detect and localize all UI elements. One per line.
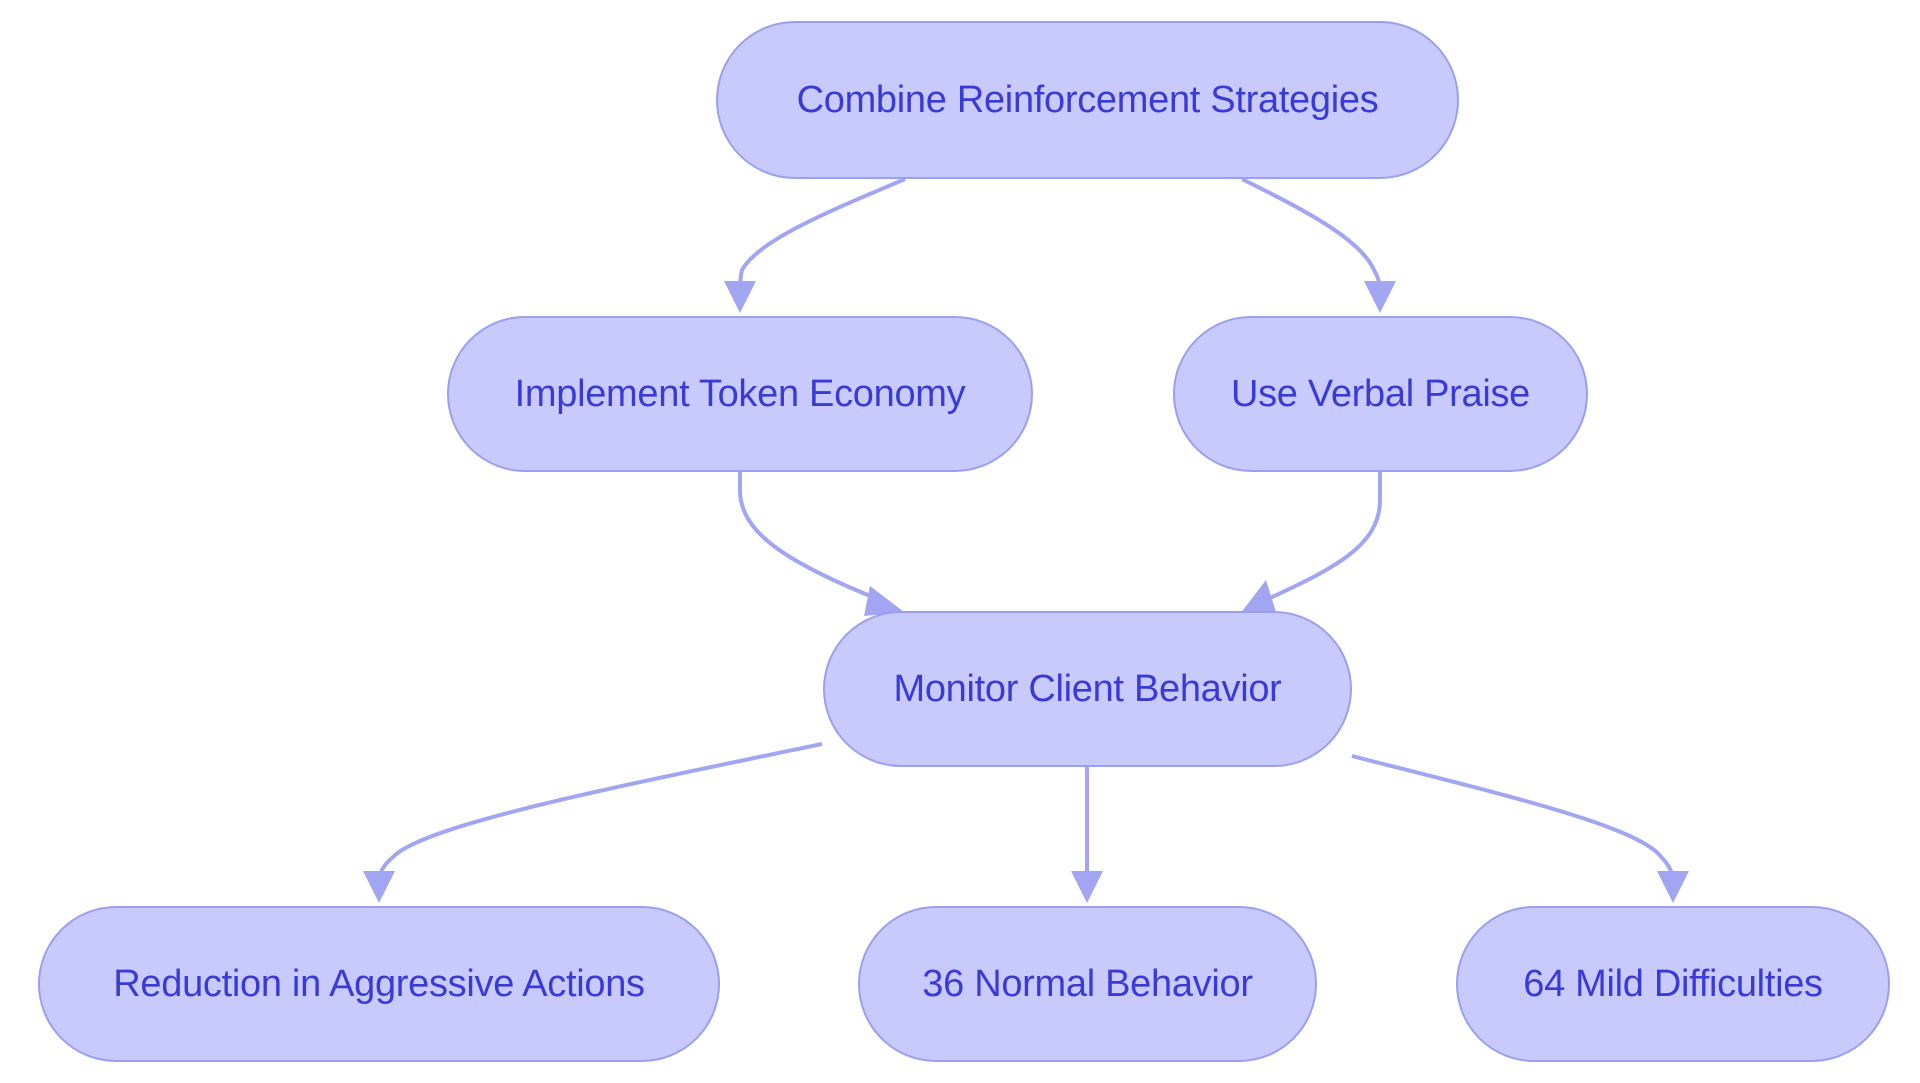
- arrowhead-token: [724, 281, 756, 313]
- arrowhead-monitor-right: [1240, 580, 1276, 614]
- edge-monitor-reduction: [377, 742, 823, 881]
- arrowhead-mild: [1657, 871, 1689, 903]
- node-combine-reinforcement-strategies: Combine Reinforcement Strategies: [716, 21, 1459, 179]
- node-implement-token-economy: Implement Token Economy: [447, 316, 1033, 472]
- arrowhead-normal: [1071, 871, 1103, 903]
- node-monitor-client-behavior: Monitor Client Behavior: [823, 611, 1352, 767]
- node-reduction-in-aggressive-actions: Reduction in Aggressive Actions: [38, 906, 720, 1062]
- edge-token-monitor: [738, 472, 881, 602]
- arrowhead-monitor-left: [864, 586, 904, 616]
- edge-monitor-mild: [1351, 754, 1675, 881]
- arrowhead-praise: [1364, 281, 1396, 313]
- edge-combine-praise: [1241, 177, 1382, 291]
- edge-combine-token: [738, 177, 906, 291]
- node-36-normal-behavior: 36 Normal Behavior: [858, 906, 1317, 1062]
- node-use-verbal-praise: Use Verbal Praise: [1173, 316, 1588, 472]
- arrowhead-reduction: [363, 871, 395, 903]
- node-64-mild-difficulties: 64 Mild Difficulties: [1456, 906, 1890, 1062]
- edge-praise-monitor: [1269, 472, 1382, 600]
